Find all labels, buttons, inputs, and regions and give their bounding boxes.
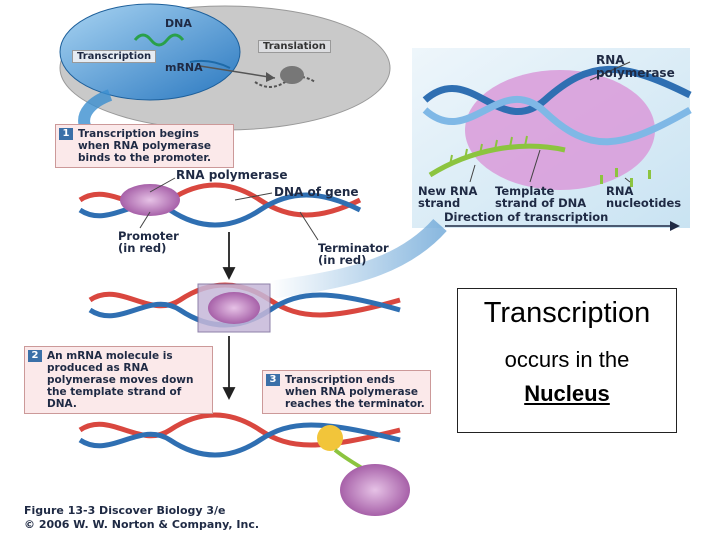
figure-caption-1: Figure 13-3 Discover Biology 3/e	[24, 504, 226, 517]
new-rna-l1: New RNA	[418, 184, 478, 198]
caption-nucleus-line: Nucleus	[458, 381, 676, 407]
template-l2: strand of DNA	[495, 196, 587, 211]
inset-rna-polymerase-label: RNA polymerase	[596, 54, 675, 79]
overview-dna-label: DNA	[165, 17, 192, 30]
terminator-label-text: Terminator	[318, 241, 389, 255]
caption-line2: occurs in the	[504, 347, 630, 372]
rna-nuc-l1: RNA	[606, 184, 634, 198]
polymerase-step2	[208, 292, 260, 324]
step3-text: Transcription ends when RNA polymerase r…	[285, 374, 425, 411]
step3-box: 3 Transcription ends when RNA polymerase…	[262, 370, 431, 415]
figure-caption-2: © 2006 W. W. Norton & Company, Inc.	[24, 518, 260, 531]
step2-text: An mRNA molecule is produced as RNA poly…	[47, 350, 194, 411]
polymerase-step3	[317, 425, 343, 451]
step1-box: 1 Transcription begins when RNA polymera…	[55, 124, 234, 169]
inset-rna-polymerase-l2: polymerase	[596, 65, 675, 80]
promoter-label-sub: (in red)	[118, 241, 167, 256]
rna-nuc-l2: nucleotides	[606, 196, 682, 211]
inset-nucleotides	[600, 168, 651, 187]
caption-nucleus: Nucleus	[524, 381, 610, 406]
dna-row-1	[78, 182, 362, 228]
polymerase-step1	[120, 184, 180, 216]
step3-number: 3	[266, 374, 280, 386]
inset-dna-helix-b	[422, 96, 692, 146]
dna-row-3	[78, 412, 410, 516]
detail-inset	[412, 48, 692, 231]
overview-transcription-label: Transcription	[72, 50, 157, 63]
overview-translation-label: Translation	[258, 40, 331, 53]
caption-box: Transcription occurs in the Nucleus	[457, 288, 677, 433]
terminator-label: Terminator (in red)	[318, 242, 389, 266]
rna-nucleotides-label: RNA nucleotides	[606, 185, 681, 209]
template-strand-label: Template strand of DNA	[495, 185, 586, 209]
step1-number: 1	[59, 128, 73, 140]
label-pointers	[139, 61, 631, 241]
direction-label: Direction of transcription	[444, 210, 609, 224]
step1-text: Transcription begins when RNA polymerase…	[78, 128, 212, 165]
new-rna-l2: strand	[418, 196, 461, 211]
step2-number: 2	[28, 350, 42, 362]
inset-dna-helix-a	[422, 65, 692, 116]
dna-of-gene-label: DNA of gene	[274, 185, 359, 199]
overview-mrna	[189, 59, 231, 69]
dna-row-2	[88, 282, 401, 333]
caption-title: Transcription	[483, 297, 651, 329]
direction-arrowhead	[670, 221, 680, 231]
dna-squiggle	[133, 33, 185, 47]
released-polymerase	[340, 464, 410, 516]
terminator-label-sub: (in red)	[318, 253, 367, 268]
promoter-label: Promoter (in red)	[118, 230, 179, 254]
inset-rna-bases	[449, 135, 528, 166]
inset-rna-polymerase-l1: RNA	[596, 53, 625, 67]
ribosome-mrna	[254, 66, 316, 88]
new-rna-strand-label: New RNA strand	[418, 185, 477, 209]
overview-mrna-label: mRNA	[165, 61, 203, 74]
mrna-arrow	[199, 65, 276, 79]
step2-box: 2 An mRNA molecule is produced as RNA po…	[24, 346, 213, 415]
template-l1: Template	[495, 184, 555, 198]
rna-polymerase-label: RNA polymerase	[176, 168, 288, 182]
step-arrows	[222, 232, 236, 401]
promoter-label-text: Promoter	[118, 229, 179, 243]
mrna-arrowhead	[266, 72, 275, 82]
zoom-arrow	[268, 218, 447, 299]
